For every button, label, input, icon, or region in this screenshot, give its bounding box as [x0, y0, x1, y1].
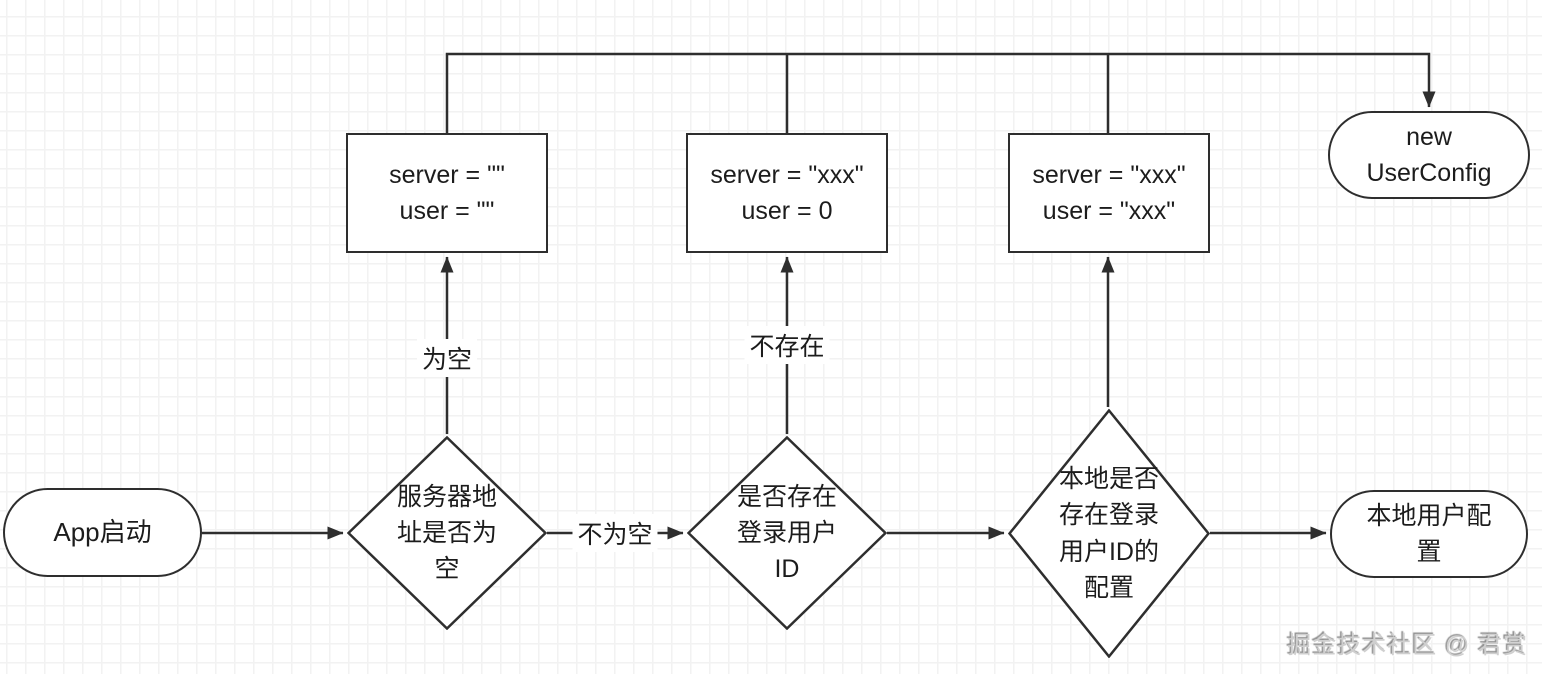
node-local-user-config-label: 本地用户配 置 — [1366, 501, 1492, 566]
node-decision-server-empty: 服务器地 址是否为 空 — [347, 436, 547, 630]
node-decision-server-empty-label: 服务器地 址是否为 空 — [396, 482, 497, 584]
node-assign-empty-label: server = "" user = "" — [389, 160, 505, 225]
node-decision-local-config: 本地是否 存在登录 用户ID的 配置 — [1008, 409, 1210, 658]
node-assign-user-xxx: server = "xxx" user = "xxx" — [1008, 133, 1210, 253]
diamond-shape — [1008, 409, 1210, 658]
node-app-start-label: App启动 — [53, 516, 152, 547]
node-new-userconfig: new UserConfig — [1328, 111, 1530, 199]
node-assign-user-xxx-label: server = "xxx" user = "xxx" — [1032, 160, 1186, 225]
node-app-start: App启动 — [3, 488, 202, 577]
edge-label-not-empty: 不为空 — [572, 514, 658, 552]
node-assign-user-zero-label: server = "xxx" user = 0 — [710, 160, 864, 225]
edge-label-is-empty: 为空 — [416, 339, 478, 377]
diamond-shape — [687, 436, 887, 630]
edge-label-not-exists: 不存在 — [744, 326, 830, 364]
diamond-shape — [347, 436, 547, 630]
edge-bus-to-new-userconfig — [445, 52, 1436, 133]
node-local-user-config: 本地用户配 置 — [1330, 490, 1528, 578]
node-assign-empty: server = "" user = "" — [346, 133, 548, 253]
watermark: 掘金技术社区 @ 君赏 — [1287, 632, 1528, 659]
node-assign-user-zero: server = "xxx" user = 0 — [686, 133, 888, 253]
node-decision-login-user-id: 是否存在 登录用户 ID — [687, 436, 887, 630]
node-decision-local-config-label: 本地是否 存在登录 用户ID的 配置 — [1058, 465, 1159, 602]
node-decision-login-user-id-label: 是否存在 登录用户 ID — [736, 482, 837, 584]
node-new-userconfig-label: new UserConfig — [1366, 122, 1492, 187]
